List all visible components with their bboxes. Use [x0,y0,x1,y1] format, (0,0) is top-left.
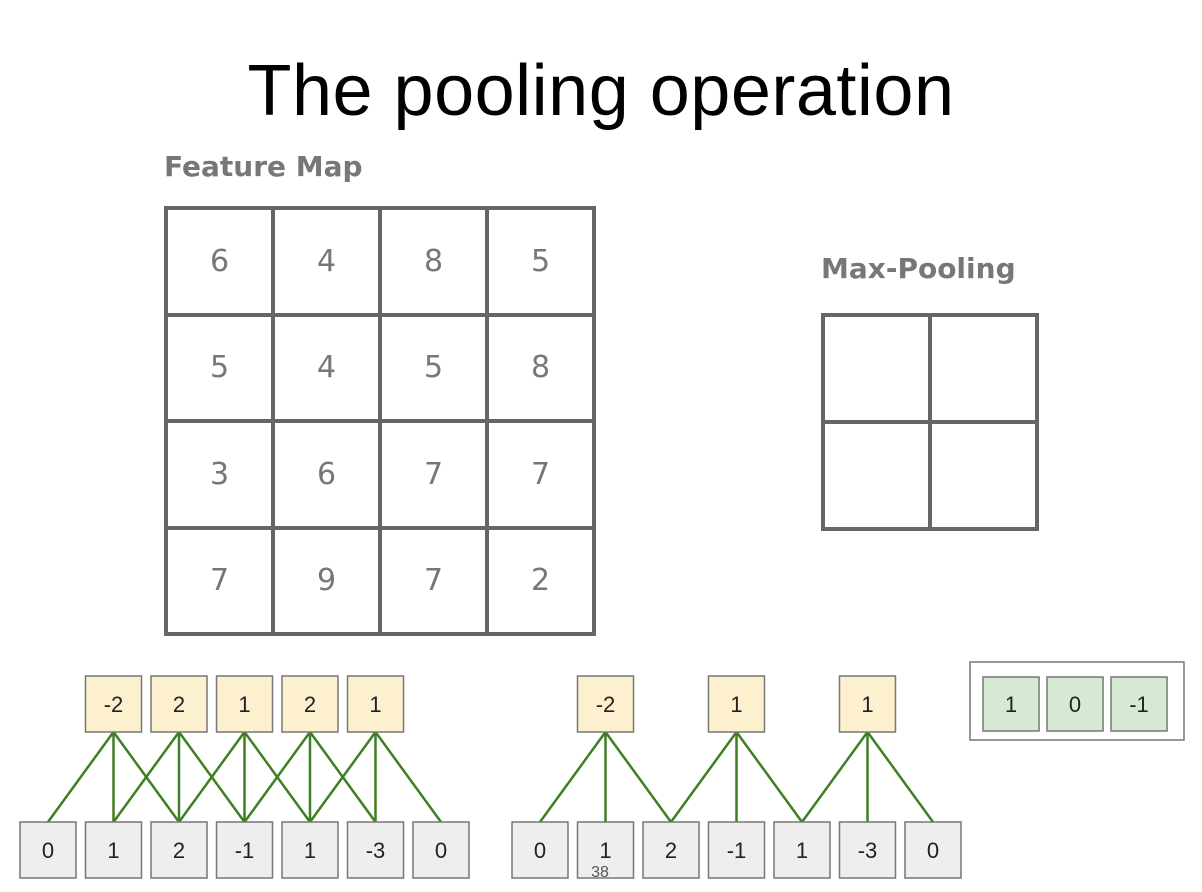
feature-map-cell: 5 [489,210,592,313]
slide-title: The pooling operation [247,51,955,131]
kernel-cell: -1 [1110,676,1168,732]
stride2-output-cell: 1 [838,675,897,733]
feature-map-cell: 9 [275,529,378,632]
stride2-input-cell: -3 [838,821,897,879]
feature-map-label: Feature Map [164,150,363,183]
feature-map-cell: 6 [168,210,271,313]
stride2-output-cell: 1 [707,675,766,733]
svg-text:0: 0 [534,838,546,863]
feature-map-cell: 5 [382,316,485,419]
stride1-output-cell: 2 [281,675,339,733]
stride1-input-cell: 2 [150,821,208,879]
stride2-input-cell: 2 [642,821,700,879]
stride1-output-cell: 2 [150,675,208,733]
max-pooling-cell [825,424,928,527]
svg-text:1: 1 [304,838,316,863]
feature-map-cell: 4 [275,210,378,313]
svg-text:2: 2 [173,692,185,717]
stride1-output-cell: -2 [84,675,143,733]
feature-map-cell: 8 [489,316,592,419]
feature-map-cell: 7 [382,423,485,526]
svg-text:1: 1 [238,692,250,717]
stride1-connection-line [46,731,115,823]
svg-text:1: 1 [599,838,611,863]
stride1-output-cell: 1 [346,675,405,733]
svg-text:-3: -3 [858,838,878,863]
svg-text:1: 1 [1005,692,1017,717]
svg-text:1: 1 [730,692,742,717]
stride1-connection-line [177,731,246,823]
svg-text:0: 0 [42,838,54,863]
svg-text:1: 1 [369,692,381,717]
feature-map-cell: 7 [382,529,485,632]
feature-map-cell: 8 [382,210,485,313]
stride1-input-cell: 0 [19,821,77,879]
svg-text:2: 2 [665,838,677,863]
stride1-output-cell: 1 [215,675,274,733]
stride1-connection-line [308,731,377,823]
stride1-connection-line [374,731,443,823]
stride2-connection-line [669,731,738,823]
feature-map-cell: 7 [168,529,271,632]
stride2-connection-line [604,731,673,823]
feature-map-cell: 5 [168,316,271,419]
svg-text:-1: -1 [235,838,255,863]
svg-text:-3: -3 [366,838,386,863]
max-pooling-cell [825,317,928,420]
max-pooling-cell [932,317,1035,420]
svg-text:2: 2 [173,838,185,863]
svg-text:1: 1 [107,838,119,863]
feature-map-cell: 7 [489,423,592,526]
stride2-output-cell: -2 [576,675,635,733]
stride1-connection-line [243,731,312,823]
svg-text:2: 2 [304,692,316,717]
stride2-connection-line [735,731,804,823]
kernel-cell: 0 [1046,676,1104,732]
stride2-input-cell: 1 [773,821,831,879]
stride1-input-cell: 0 [412,821,470,879]
stride1-input-cell: -1 [215,821,274,879]
svg-text:1: 1 [796,838,808,863]
stride2-input-cell: 0 [511,821,569,879]
svg-text:-2: -2 [596,692,616,717]
stride2-input-cell: 0 [904,821,962,879]
feature-map-cell: 2 [489,529,592,632]
stride1-input-cell: 1 [281,821,339,879]
page-number: 38 [591,864,609,881]
svg-text:-1: -1 [727,838,747,863]
max-pooling-label: Max-Pooling [821,252,1016,285]
max-pooling-cell [932,424,1035,527]
svg-text:0: 0 [927,838,939,863]
svg-text:-1: -1 [1129,692,1149,717]
svg-text:0: 0 [435,838,447,863]
kernel-cell: 1 [982,676,1040,732]
feature-map-cell: 6 [275,423,378,526]
stride1-input-cell: -3 [346,821,405,879]
max-pooling-grid [821,313,1039,531]
svg-text:-2: -2 [104,692,124,717]
stride2-connection-line [538,731,607,823]
svg-text:1: 1 [861,692,873,717]
svg-text:0: 0 [1069,692,1081,717]
feature-map-cell: 4 [275,316,378,419]
feature-map-cell: 3 [168,423,271,526]
stride2-input-cell: -1 [707,821,766,879]
stride2-connection-line [800,731,869,823]
stride2-input-cell: 1 [576,821,635,879]
stride1-connection-line [112,731,181,823]
stride2-connection-line [866,731,935,823]
stride1-input-cell: 1 [84,821,143,879]
